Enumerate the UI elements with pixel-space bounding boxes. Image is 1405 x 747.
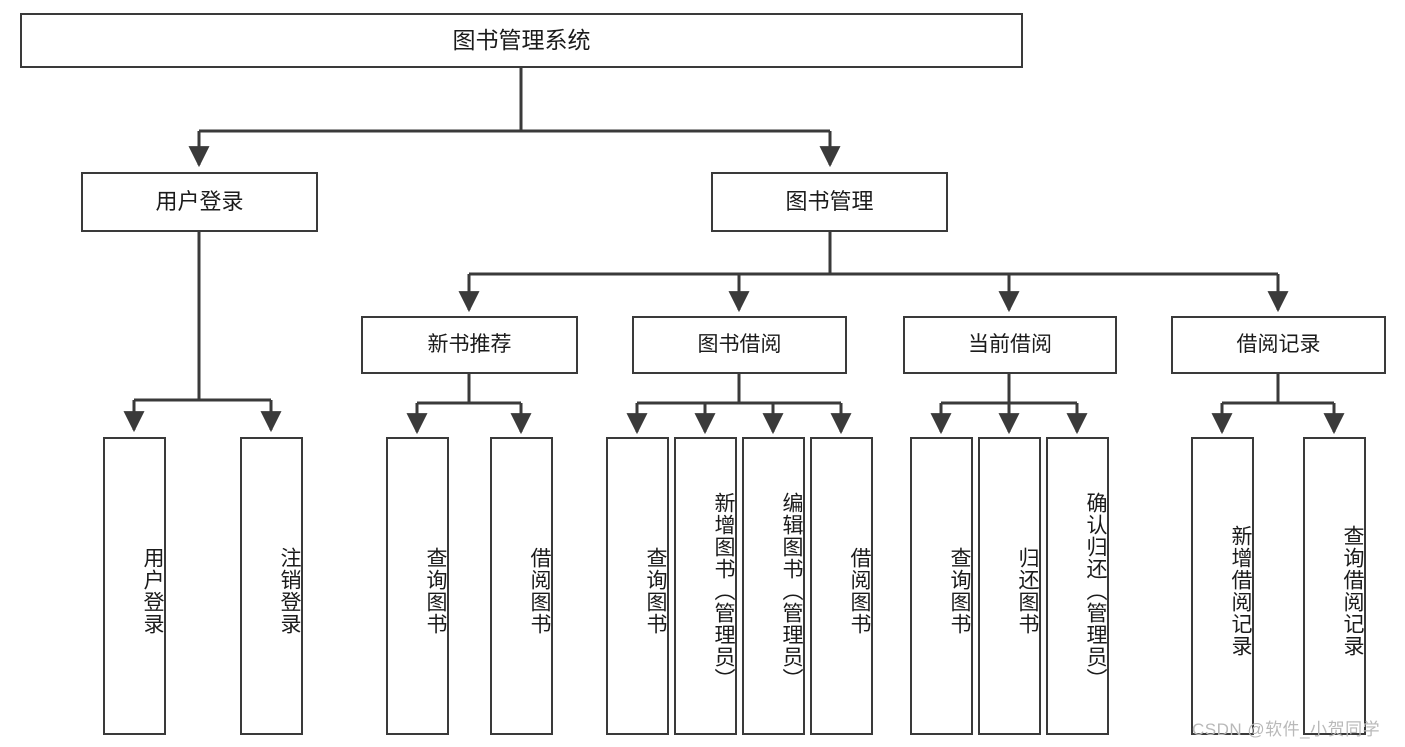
node-label: 查询图书 [948,547,971,635]
node-label: 图书管理 [785,189,874,215]
node-label: 查询图书 [644,547,667,635]
node-label: 查询借阅记录 [1341,525,1364,657]
leaf-new-book-query-book[interactable]: 查询图书 [386,437,449,735]
leaf-borrow-record-add-record[interactable]: 新增借阅记录 [1191,437,1254,735]
node-label: 确认归还（管理员） [1084,492,1107,690]
node-label: 用户登录 [155,189,244,215]
leaf-user-login-logout[interactable]: 注销登录 [240,437,303,735]
node-label: 借阅图书 [528,547,551,635]
node-label: 图书借阅 [697,332,782,356]
leaf-current-borrow-query-book[interactable]: 查询图书 [910,437,973,735]
leaf-new-book-borrow-book[interactable]: 借阅图书 [490,437,553,735]
leaf-user-login-login[interactable]: 用户登录 [103,437,166,735]
leaf-book-borrow-add-book-admin[interactable]: 新增图书（管理员） [674,437,737,735]
node-label: 用户登录 [141,547,164,635]
node-label: 新增图书（管理员） [712,492,735,690]
node-label: 归还图书 [1016,547,1039,635]
node-book-borrow[interactable]: 图书借阅 [632,316,847,374]
leaf-book-borrow-query-book[interactable]: 查询图书 [606,437,669,735]
leaf-book-borrow-borrow-book[interactable]: 借阅图书 [810,437,873,735]
leaf-current-borrow-return-book[interactable]: 归还图书 [978,437,1041,735]
node-label: 借阅图书 [848,547,871,635]
node-label: 借阅记录 [1236,332,1321,356]
node-borrow-record[interactable]: 借阅记录 [1171,316,1386,374]
watermark-text: CSDN @软件_小贺同学 [1192,720,1381,739]
node-label: 当前借阅 [968,332,1052,356]
node-root-book-management-system[interactable]: 图书管理系统 [20,13,1023,68]
node-label: 查询图书 [424,547,447,635]
node-label: 新书推荐 [427,332,512,356]
node-label: 注销登录 [278,547,301,635]
node-new-book-recommend[interactable]: 新书推荐 [361,316,578,374]
node-current-borrow[interactable]: 当前借阅 [903,316,1117,374]
node-label: 图书管理系统 [452,26,591,53]
node-user-login[interactable]: 用户登录 [81,172,318,232]
leaf-book-borrow-edit-book-admin[interactable]: 编辑图书（管理员） [742,437,805,735]
leaf-borrow-record-query-record[interactable]: 查询借阅记录 [1303,437,1366,735]
node-label: 编辑图书（管理员） [780,492,803,690]
csdn-watermark: CSDN @软件_小贺同学 [1192,715,1380,740]
node-book-management[interactable]: 图书管理 [711,172,948,232]
node-label: 新增借阅记录 [1229,525,1252,657]
leaf-current-borrow-confirm-return-admin[interactable]: 确认归还（管理员） [1046,437,1109,735]
